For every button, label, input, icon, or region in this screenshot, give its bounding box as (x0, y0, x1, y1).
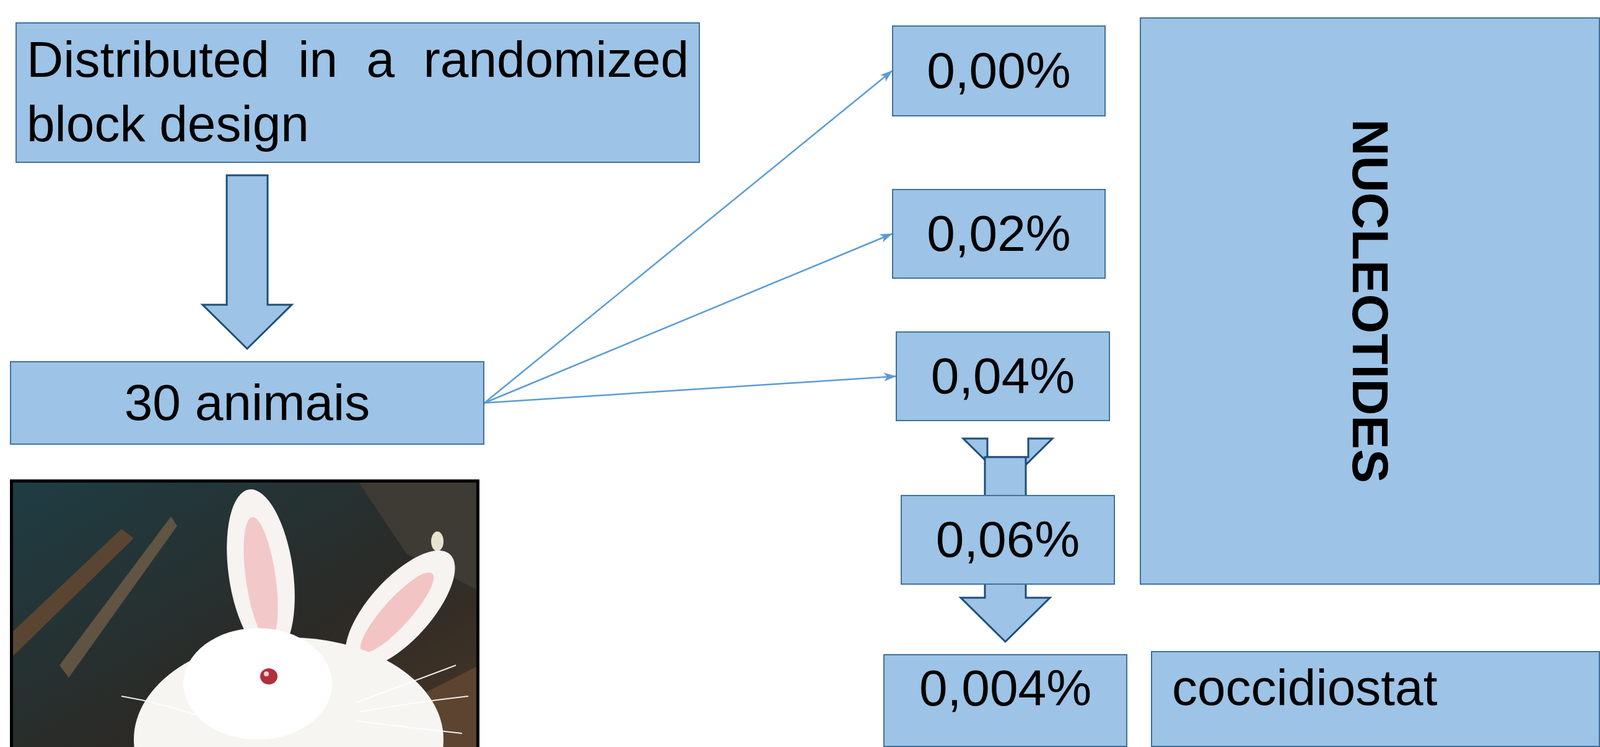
level-box: 0,06% (900, 494, 1115, 585)
level-box: 0,004% (883, 654, 1128, 747)
box-text: 30 animais (124, 373, 371, 432)
rabbit-photo (9, 479, 480, 747)
box-text: NUCLEOTIDES (1340, 118, 1399, 484)
block-arrow (202, 175, 292, 349)
level-box: 0,00% (891, 25, 1106, 117)
box-text: 0,00% (926, 41, 1072, 100)
box-text: Distributed in a randomized block design (26, 27, 689, 157)
box-text: 0,04% (931, 346, 1076, 406)
animals-box: 30 animais (9, 361, 485, 445)
box-text: 0,004% (919, 659, 1092, 718)
arrow-line (484, 376, 896, 404)
level-box: 0,04% (895, 331, 1111, 422)
box-text: coccidiostat (1171, 658, 1438, 717)
box-text: 0,06% (935, 510, 1081, 569)
box-text: 0,02% (926, 204, 1072, 263)
group-box: NUCLEOTIDES (1139, 17, 1600, 585)
level-box: 0,02% (891, 188, 1106, 279)
design-box: Distributed in a randomized block design (15, 22, 700, 163)
label-box: coccidiostat (1150, 651, 1600, 747)
arrow-line (484, 234, 892, 404)
